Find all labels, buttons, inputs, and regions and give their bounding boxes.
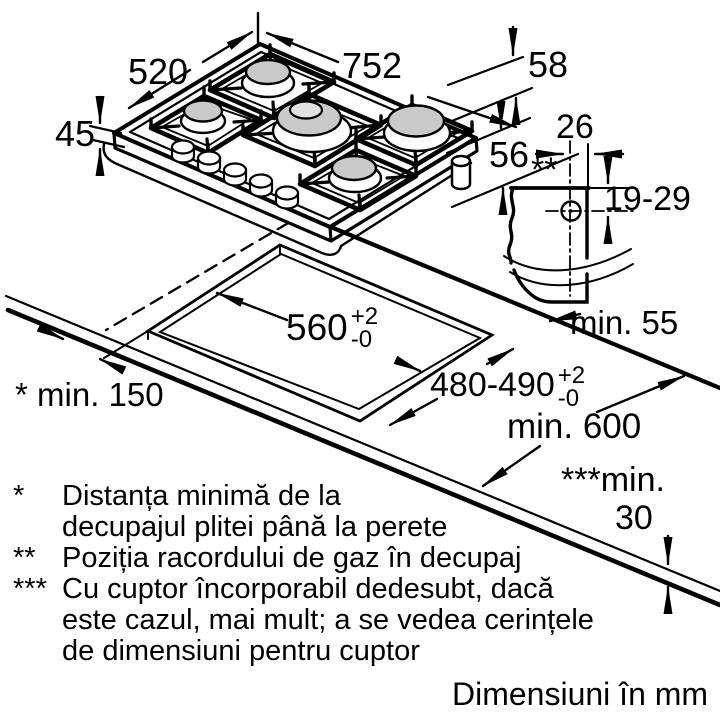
footnote-text: Poziția racordului de gaz în decupaj xyxy=(62,542,522,574)
section-left-edge xyxy=(506,186,516,265)
dim-19-29-label: 19-29 xyxy=(604,180,691,218)
footnote-line: *** Cu cuptor încorporabil dedesubt, dac… xyxy=(13,574,594,605)
gas-position-marker: ** xyxy=(531,151,558,189)
dim-560-arrow xyxy=(215,291,422,373)
control-knob xyxy=(222,162,248,187)
footnote-line: este cazul, mai mult; a se vedea cerințe… xyxy=(13,605,594,636)
dim-752-label: 752 xyxy=(342,45,403,86)
break-line xyxy=(503,248,632,272)
footnote-line: decupajul plitei până la perete xyxy=(13,512,594,543)
dim-56-label: 56 xyxy=(489,134,530,175)
hob-body-side xyxy=(112,131,479,243)
wall-clearance-value: min. 150 xyxy=(37,376,164,413)
dim-520-arrow xyxy=(127,11,260,110)
burner xyxy=(148,85,264,156)
under-clearance-marker: *** xyxy=(561,461,601,499)
dim-560-tol-plus: +2 xyxy=(350,303,379,330)
dim-58-label: 58 xyxy=(528,44,569,85)
dim-min55-label: min. 55 xyxy=(570,304,679,341)
dim-560-value: 560 xyxy=(286,307,348,348)
worktop-front-edge-bottom xyxy=(5,307,720,608)
footnote-text: decupajul plitei până la perete xyxy=(62,511,448,543)
section-lower-left xyxy=(512,268,589,304)
control-knob xyxy=(274,185,300,210)
dim-min150-arrow xyxy=(36,323,127,375)
gas-pipe-foot xyxy=(450,154,472,191)
dim-45-label: 45 xyxy=(55,113,96,154)
projection-dashed-line xyxy=(104,210,309,332)
dim-min600-arrow xyxy=(481,374,686,488)
dim-45-arrow xyxy=(88,95,126,176)
worktop-drawing xyxy=(4,210,720,608)
footnote-line: * Distanța minimă de la xyxy=(13,481,594,512)
dim-520-label: 520 xyxy=(128,51,189,92)
footnote-text: de dimensiuni pentru cuptor xyxy=(62,635,420,667)
dim-58-56-arrows xyxy=(445,25,580,215)
cutout-extension-line xyxy=(103,330,149,359)
footnotes-block: * Distanța minimă de la decupajul plitei… xyxy=(13,481,594,667)
dim-min600-label: min. 600 xyxy=(507,407,642,446)
units-note: Dimensiuni în mm xyxy=(452,676,709,712)
control-knob xyxy=(170,139,196,164)
hob-drawing xyxy=(102,42,479,256)
dim-min30-label: ***min. xyxy=(561,463,665,497)
footnote-text: este cazul, mai mult; a se vedea cerințe… xyxy=(62,604,594,636)
burner xyxy=(353,94,475,168)
footnote-line: ** Poziția racordului de gaz în decupaj xyxy=(13,543,594,574)
footnote-marker: ** xyxy=(13,542,36,574)
under-clearance-text: min. xyxy=(600,461,665,499)
dim-480-490-label: 480-490+2-0 xyxy=(430,364,585,414)
cutout-inner-rim xyxy=(157,252,483,411)
worktop-back-edge xyxy=(323,222,720,391)
hob-body-lower-trim xyxy=(102,142,473,256)
gas-connection-detail xyxy=(503,140,634,304)
footnote-marker xyxy=(13,605,62,636)
dim-560-label: 560+2-0 xyxy=(286,305,378,355)
dim-min30-value: 30 xyxy=(615,499,653,537)
footnote-text: Cu cuptor încorporabil dedesubt, dacă xyxy=(62,573,554,605)
dim-480-490-value: 480-490 xyxy=(430,366,555,404)
cutout-outer-rim xyxy=(145,243,495,423)
footnote-marker: *** xyxy=(13,573,47,605)
dim-min55-arrow xyxy=(548,310,582,323)
burner xyxy=(240,83,384,169)
footnote-marker xyxy=(13,636,62,667)
break-line xyxy=(509,263,634,287)
dim-480-490-tol-minus: -0 xyxy=(557,385,580,412)
footnote-marker: * xyxy=(13,480,25,512)
control-knob xyxy=(196,150,222,175)
wall-clearance-marker: * xyxy=(15,376,28,413)
dim-480-490-tol-plus: +2 xyxy=(557,362,586,389)
dim-26-label: 26 xyxy=(556,108,594,146)
footnote-line: de dimensiuni pentru cuptor xyxy=(13,636,594,667)
footnote-marker xyxy=(13,512,62,543)
footnote-text: Distanța minimă de la xyxy=(62,480,341,512)
dim-560-tol-minus: -0 xyxy=(350,326,373,353)
dimension-annotations xyxy=(36,11,686,614)
dim-480-490-arrow xyxy=(388,347,515,427)
burner xyxy=(297,139,419,213)
control-knob xyxy=(248,173,274,198)
dim-min150-label: * min. 150 xyxy=(15,378,164,411)
hob-top-inner-rim xyxy=(128,50,462,221)
